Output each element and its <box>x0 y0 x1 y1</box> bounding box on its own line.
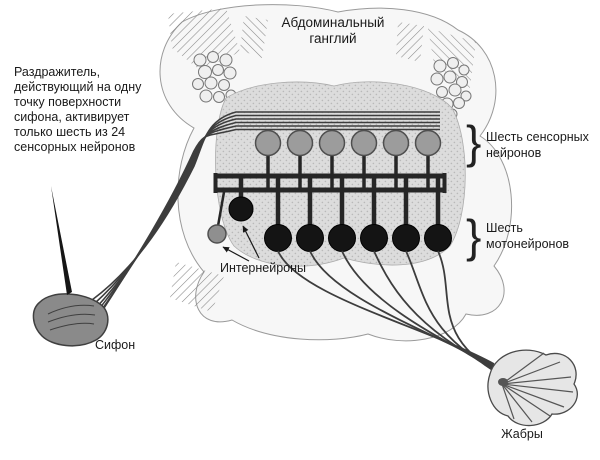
stimulus-note-line: только шесть из 24 <box>14 125 125 139</box>
interneurons-label: Интернейроны <box>220 261 306 275</box>
stimulus-note-line: сенсорных нейронов <box>14 140 136 154</box>
sensory-neurons-label-line1: Шесть сенсорных <box>486 130 590 144</box>
motor-neurons-label-line1: Шесть <box>486 221 523 235</box>
stimulus-note-line: точку поверхности <box>14 95 121 109</box>
interneuron-small <box>207 224 227 244</box>
stimulus-note-line: сифона, активирует <box>14 110 130 124</box>
motor-neuron <box>424 224 452 252</box>
stimulus-note-line: действующий на одну <box>14 80 142 94</box>
interneuron-arrows <box>222 225 260 262</box>
motor-neuron <box>392 224 420 252</box>
sensory-neuron <box>414 129 442 157</box>
motor-neuron <box>264 224 292 252</box>
sensory-neuron <box>254 129 282 157</box>
bracket-sensory-icon: } <box>466 116 481 168</box>
neuropil-mesh <box>213 154 447 228</box>
stimulus-note-line: Раздражитель, <box>14 65 100 79</box>
motor-neuron <box>296 224 324 252</box>
gill <box>487 349 578 427</box>
sensory-neurons <box>254 129 442 157</box>
gill-motor-fibers <box>277 250 520 385</box>
motor-neurons-label-line2: мотонейронов <box>486 237 569 251</box>
interneurons <box>207 196 254 244</box>
vesicle-cluster-right <box>430 57 472 120</box>
labels: Абдоминальный ганглий Раздражитель, дейс… <box>14 15 590 441</box>
sensory-neuron <box>350 129 378 157</box>
sensory-neurons-label-line2: нейронов <box>486 146 542 160</box>
sensory-neuron <box>318 129 346 157</box>
siphon <box>32 186 109 347</box>
bracket-motor-icon: } <box>466 210 481 262</box>
motor-neuron <box>360 224 388 252</box>
ganglion-title-line1: Абдоминальный <box>282 15 385 30</box>
motor-neuron <box>328 224 356 252</box>
sensory-neuron <box>286 129 314 157</box>
siphon-label: Сифон <box>95 338 135 352</box>
gills-label: Жабры <box>501 427 543 441</box>
siphon-body <box>32 293 109 347</box>
sensory-neuron <box>382 129 410 157</box>
ganglion-title-line2: ганглий <box>309 31 356 46</box>
interneuron-large <box>228 196 254 222</box>
siphon-nerve-fibers <box>91 111 440 323</box>
stimulus-needle <box>51 186 72 295</box>
